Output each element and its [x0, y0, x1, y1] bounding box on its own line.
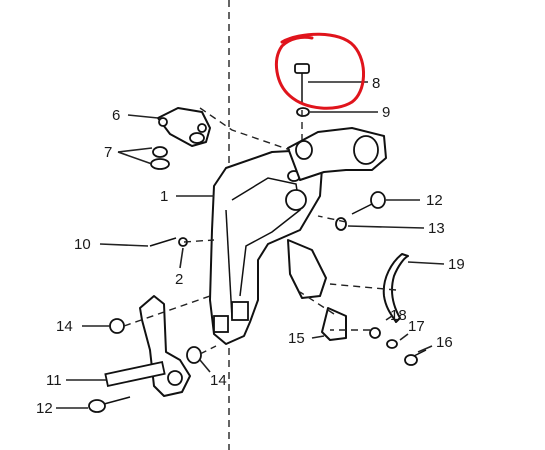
part-12-screw-upper: [351, 191, 386, 215]
label-6: 6: [112, 107, 120, 124]
label-leaders: [56, 81, 445, 409]
label-8: 8: [372, 75, 380, 92]
label-12-upper: 12: [426, 192, 443, 209]
label-12-lower: 12: [36, 400, 53, 417]
label-17: 17: [408, 318, 425, 335]
part-number-labels: 1 2 6 7 8 9 10 11 12 12 13 14 14 15 16 1…: [36, 75, 465, 417]
label-2: 2: [175, 271, 183, 288]
part-13-washer: [335, 217, 347, 231]
label-15: 15: [288, 330, 305, 347]
upper-yoke-arm: [287, 127, 387, 181]
lower-swing-arm: [287, 239, 327, 299]
highlight-circle: [274, 32, 366, 110]
label-7: 7: [104, 144, 112, 161]
part-16-screw: [404, 349, 427, 366]
label-13: 13: [428, 220, 445, 237]
label-16: 16: [436, 334, 453, 351]
part-14-nut-lower: [186, 346, 202, 364]
label-1: 1: [160, 188, 168, 205]
part-11-lever-plate: [104, 295, 191, 397]
assembly-guide-lines: [123, 107, 397, 355]
part-8-bolt: [294, 63, 310, 104]
label-19: 19: [448, 256, 465, 273]
label-14-upper: 14: [56, 318, 73, 335]
part-1-main-bracket: [209, 149, 323, 345]
label-18: 18: [390, 307, 407, 324]
part-17-washer: [386, 339, 398, 349]
part-18-washer: [369, 327, 381, 339]
part-9-washer: [296, 107, 310, 117]
label-11: 11: [46, 372, 62, 389]
part-14-nut-upper: [109, 318, 125, 334]
part-10-pin: [149, 237, 177, 247]
part-12-screw-lower: [88, 396, 131, 413]
label-14-lower: 14: [210, 372, 227, 389]
label-10: 10: [74, 236, 91, 253]
part-19-spring-clip: [382, 253, 409, 323]
part-15-angle-bracket: [321, 307, 347, 341]
label-9: 9: [382, 104, 390, 121]
